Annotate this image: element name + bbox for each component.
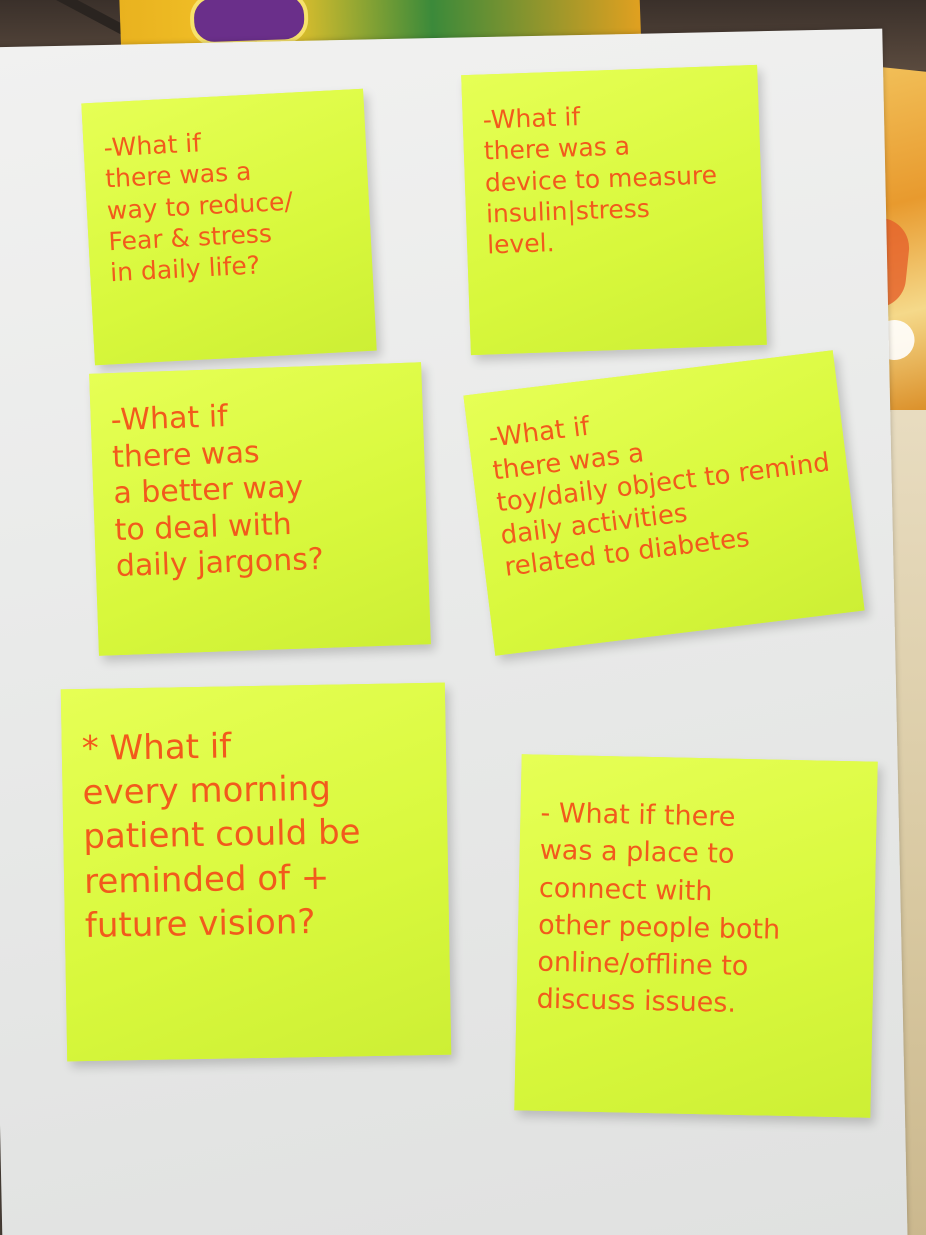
crayon-box-logo (189, 0, 310, 47)
sticky-note-jargons: -What if there was a better way to deal … (89, 362, 431, 656)
sticky-note-fear-stress: -What if there was a way to reduce/ Fear… (81, 88, 377, 366)
note-line: * What if (81, 726, 232, 770)
note-line: reminded of + (83, 857, 330, 902)
sticky-note-measure-device: -What if there was a device to measure i… (461, 64, 767, 356)
sticky-note-future-vision: * What if every morning patient could be… (60, 682, 452, 1062)
sticky-note-toy-reminder: -What if there was a toy/daily object to… (463, 350, 865, 656)
note-line: discuss issues. (536, 983, 737, 1020)
sticky-note-connect-place: - What if there was a place to connect w… (514, 754, 878, 1118)
note-line: connect with (538, 872, 713, 907)
note-line: was a place to (539, 834, 735, 871)
note-line: every morning (82, 768, 332, 814)
note-line: patient could be (83, 812, 361, 858)
note-line: future vision? (84, 901, 316, 946)
